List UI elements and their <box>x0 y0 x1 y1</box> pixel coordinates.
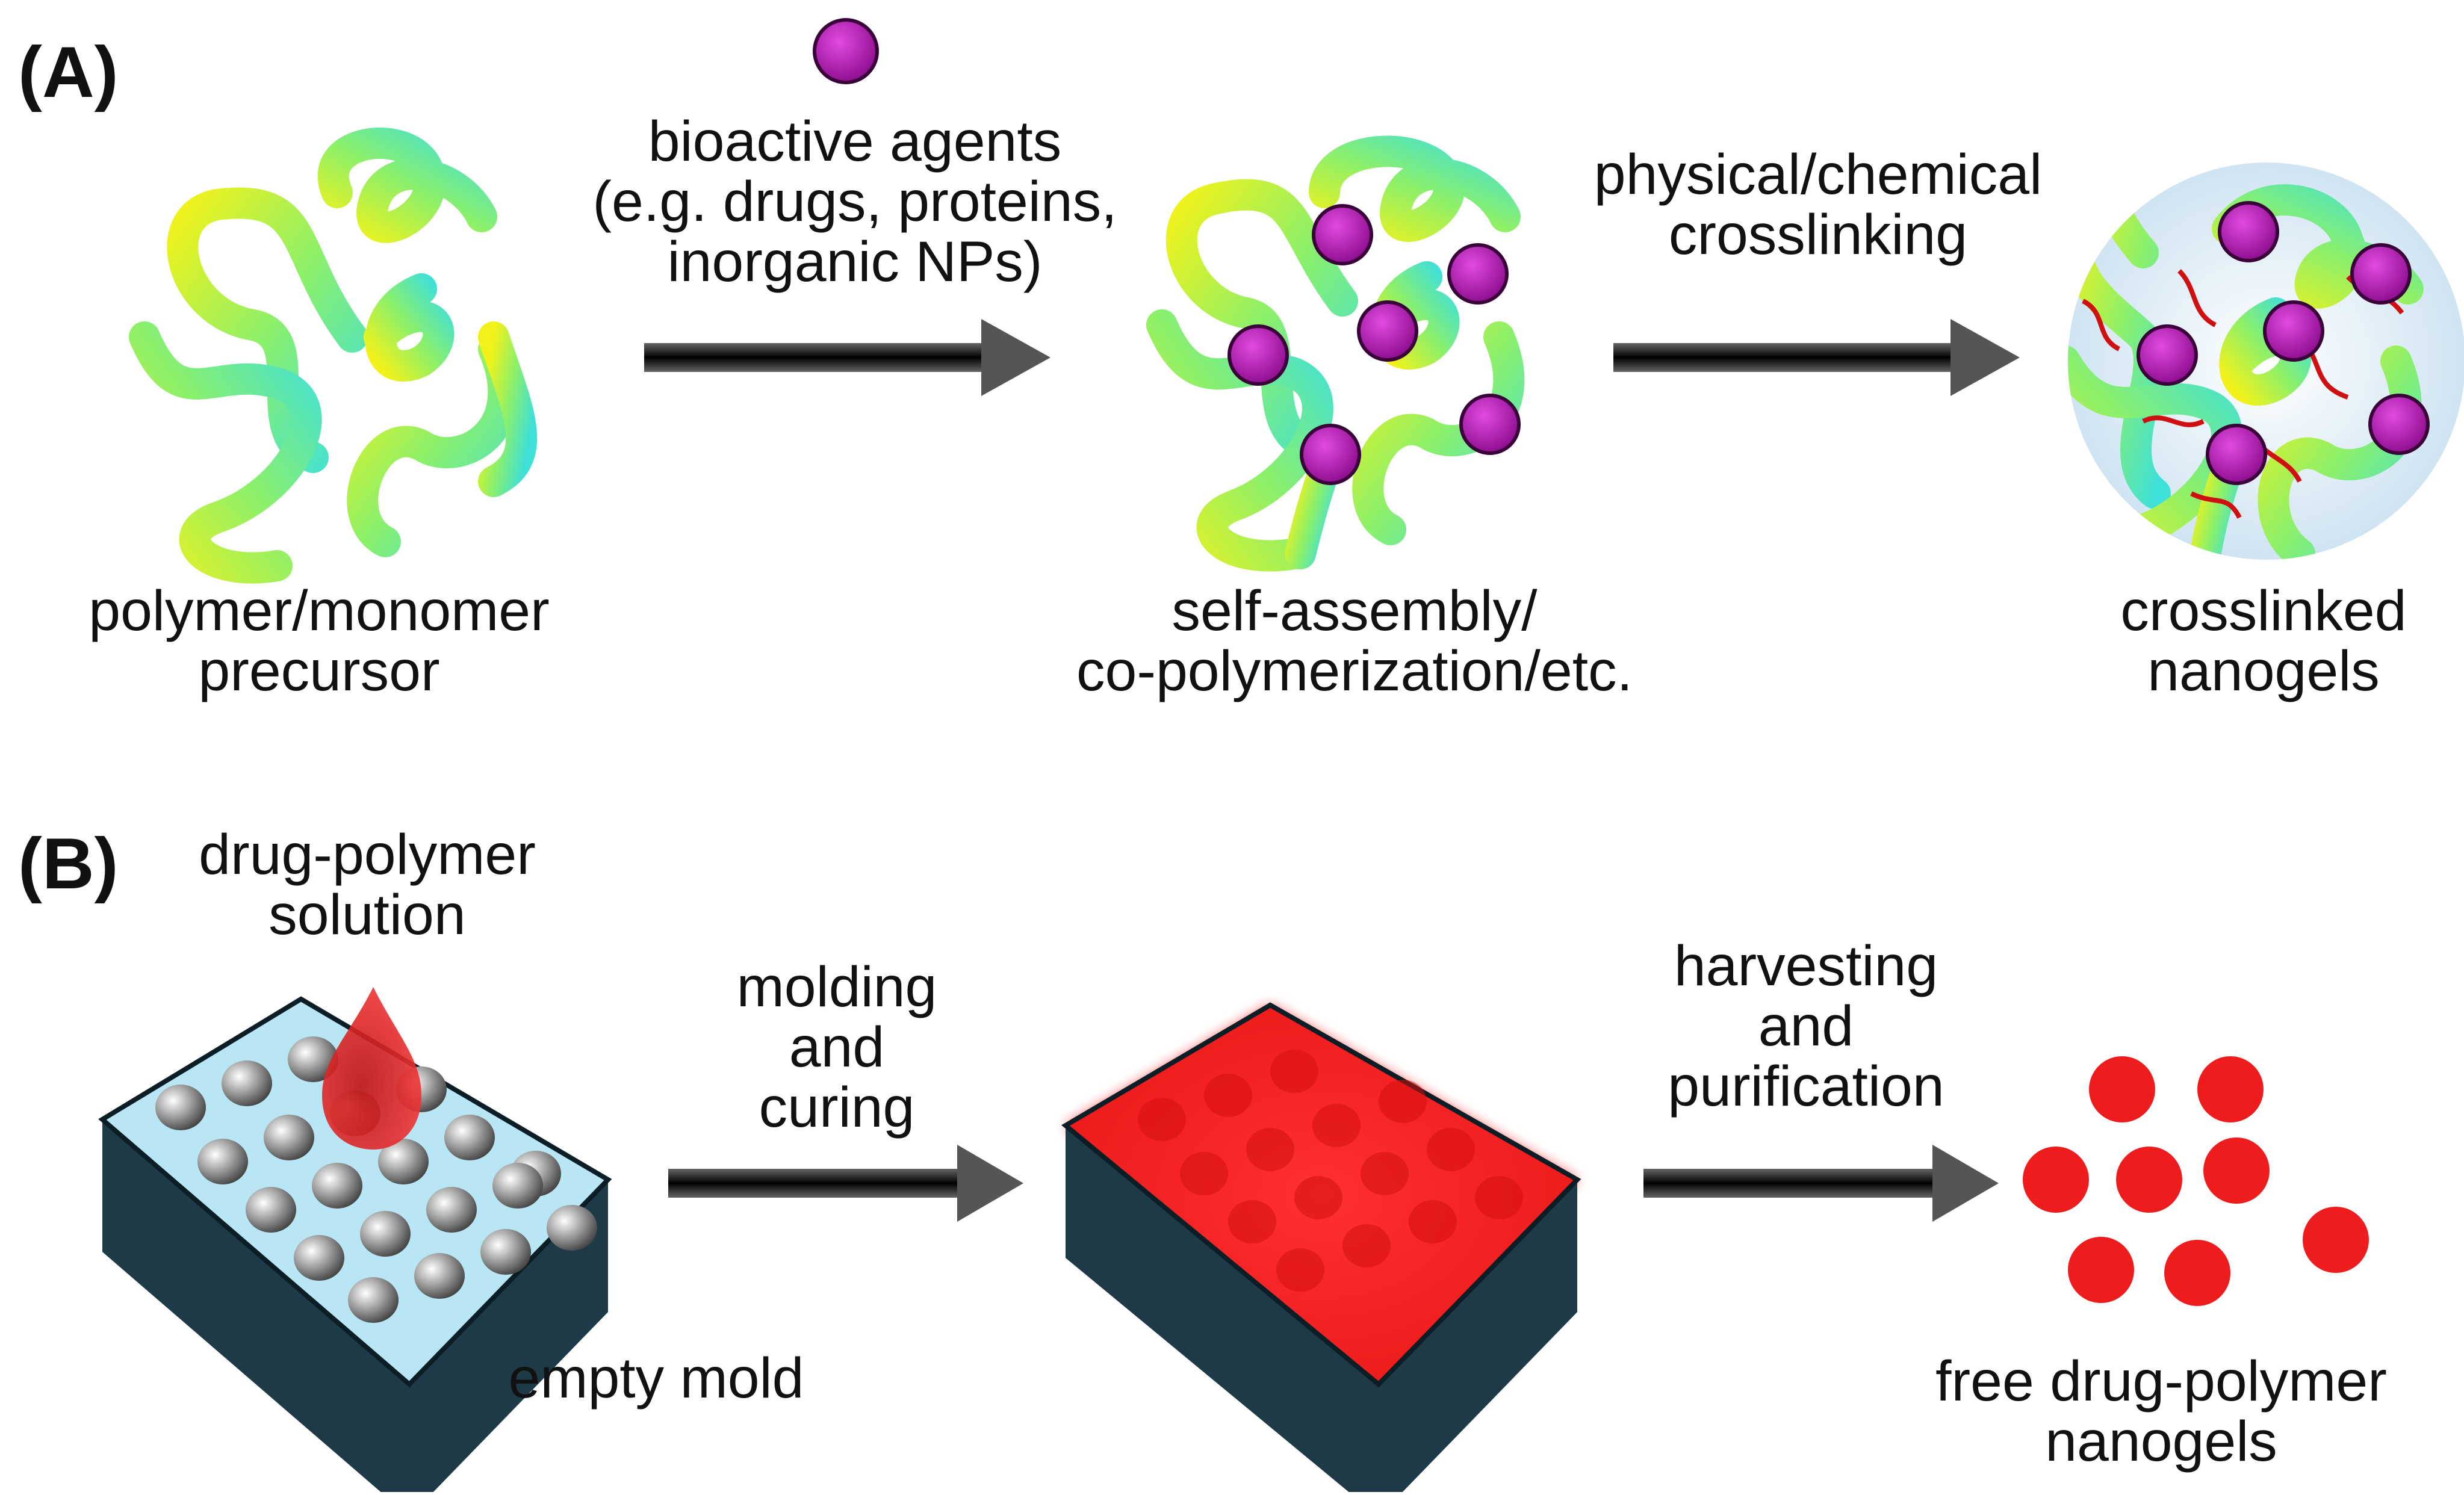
agent-particle-icon <box>813 18 879 84</box>
crosslinked-nanogel-icon <box>2068 162 2464 560</box>
crosslink-lines <box>2082 269 2404 519</box>
solution-label: drug-polymer solution <box>199 823 536 947</box>
panel-a-tag: (A) <box>18 32 119 113</box>
polymer-precursor-icon <box>129 127 538 584</box>
molding-arrow <box>668 1145 1023 1222</box>
panel-b-tag: (B) <box>18 823 119 904</box>
crosslinking-label: physical/chemical crosslinking <box>1594 143 2043 267</box>
nanogels-label: crosslinked nanogels <box>2120 579 2407 703</box>
harvesting-label: harvesting and purification <box>1668 934 1944 1118</box>
molding-label: molding and curing <box>736 955 937 1139</box>
step2-arrow <box>1613 319 2020 396</box>
empty-mold-label: empty mold <box>508 1346 804 1410</box>
drug-solution-drop-icon <box>322 987 421 1150</box>
free-nanogels-icon <box>2023 1056 2369 1306</box>
self-assembly-label: self-assembly/ co-polymerization/etc. <box>1076 579 1633 703</box>
step1-arrow <box>644 319 1050 396</box>
empty-mold-icon <box>98 996 612 1495</box>
harvesting-arrow <box>1643 1145 1999 1222</box>
agent-label: bioactive agents (e.g. drugs, proteins, … <box>592 110 1117 294</box>
filled-mold-icon <box>1061 1002 1581 1495</box>
free-nanogels-label: free drug-polymer nanogels <box>1935 1349 2387 1473</box>
precursor-label: polymer/monomer precursor <box>88 579 550 703</box>
self-assembly-icon <box>1146 135 1525 572</box>
